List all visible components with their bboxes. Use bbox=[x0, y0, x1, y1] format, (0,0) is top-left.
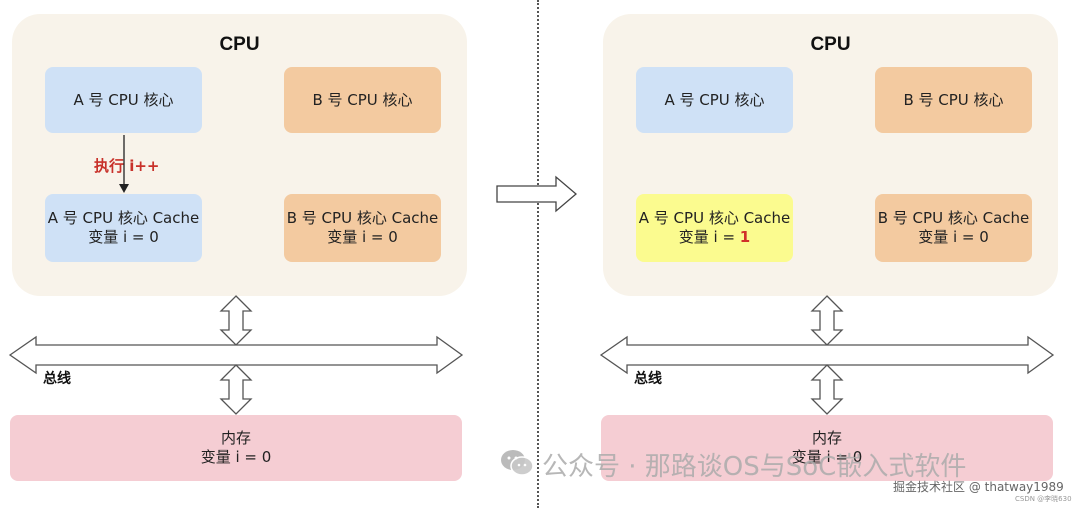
left-panel: CPU A 号 CPU 核心 B 号 CPU 核心 执行 i++ A 号 CPU… bbox=[8, 14, 467, 481]
bus-arrow bbox=[8, 335, 464, 375]
memory: 内存 变量 i = 0 bbox=[10, 415, 462, 481]
cpu-title: CPU bbox=[219, 34, 260, 55]
cache-b: B 号 CPU 核心 Cache 变量 i = 0 bbox=[284, 194, 441, 262]
credit: 掘金技术社区 @ thatway1989 bbox=[893, 480, 1064, 494]
right-connectors bbox=[599, 295, 1055, 415]
core-a: A 号 CPU 核心 bbox=[636, 67, 793, 133]
cache-b-var: 变量 i = 0 bbox=[327, 228, 398, 246]
cache-b-title: B 号 CPU 核心 Cache bbox=[877, 209, 1030, 227]
memory-var: 变量 i = 0 bbox=[791, 448, 863, 466]
memory-var: 变量 i = 0 bbox=[200, 448, 272, 466]
cpu-bus-arrow bbox=[810, 295, 844, 346]
bus-arrow bbox=[599, 335, 1055, 375]
watermark: 公众号 · 那路谈OS与SoC嵌入式软件 bbox=[542, 452, 967, 482]
cache-a-updated: A 号 CPU 核心 Cache 变量 i = 1 bbox=[636, 194, 793, 262]
cpu-title: CPU bbox=[810, 34, 851, 55]
credit-small: CSDN @李晓630 bbox=[1015, 495, 1072, 503]
panel-divider bbox=[537, 0, 539, 508]
cache-b-var: 变量 i = 0 bbox=[918, 228, 989, 246]
cache-a: A 号 CPU 核心 Cache 变量 i = 0 bbox=[45, 194, 202, 262]
cache-b: B 号 CPU 核心 Cache 变量 i = 0 bbox=[875, 194, 1032, 262]
wechat-icon bbox=[501, 450, 534, 476]
right-panel: CPU A 号 CPU 核心 B 号 CPU 核心 A 号 CPU 核心 Cac… bbox=[591, 0, 1080, 508]
core-a-label: A 号 CPU 核心 bbox=[73, 90, 174, 109]
cache-a-title: A 号 CPU 核心 Cache bbox=[47, 209, 200, 227]
exec-label: 执行 i++ bbox=[94, 157, 160, 175]
bus-memory-arrow bbox=[219, 364, 253, 415]
core-b: B 号 CPU 核心 bbox=[284, 67, 441, 133]
core-b: B 号 CPU 核心 bbox=[875, 67, 1032, 133]
core-a-label: A 号 CPU 核心 bbox=[664, 90, 765, 109]
cache-a-title: A 号 CPU 核心 Cache bbox=[638, 209, 791, 227]
core-a: A 号 CPU 核心 bbox=[45, 67, 202, 133]
cache-a-var: 变量 i = 0 bbox=[88, 228, 159, 246]
cpu-bus-arrow bbox=[219, 295, 253, 346]
cache-a-var-value: 1 bbox=[739, 228, 751, 246]
core-b-label: B 号 CPU 核心 bbox=[312, 90, 413, 109]
bus-label: 总线 bbox=[634, 371, 662, 387]
bus-memory-arrow bbox=[810, 364, 844, 415]
memory-title: 内存 bbox=[811, 429, 842, 447]
bus-label: 总线 bbox=[43, 371, 71, 387]
left-connectors bbox=[8, 135, 464, 415]
cache-a-var-prefix: 变量 i = bbox=[678, 228, 740, 246]
exec-arrow-head bbox=[119, 184, 129, 193]
core-b-label: B 号 CPU 核心 bbox=[903, 90, 1004, 109]
memory-title: 内存 bbox=[220, 429, 251, 447]
cache-b-title: B 号 CPU 核心 Cache bbox=[286, 209, 439, 227]
cache-a-var: 变量 i = 1 bbox=[679, 228, 750, 247]
memory: 内存 变量 i = 0 bbox=[601, 415, 1053, 481]
